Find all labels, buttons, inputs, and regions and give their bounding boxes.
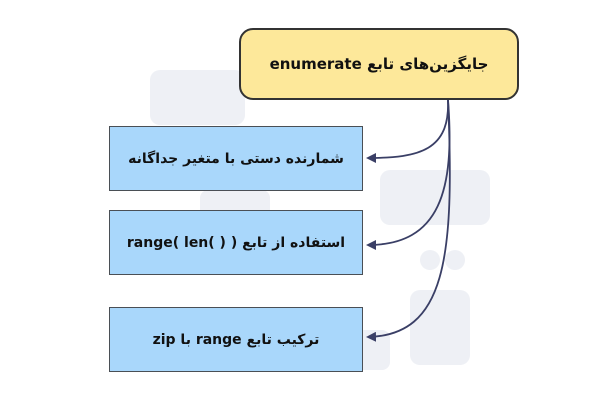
connector-to-child-3 [366, 99, 451, 342]
connector-to-child-1 [366, 99, 449, 163]
connector-to-child-2 [366, 99, 451, 250]
child-node-label: استفاده از تابع range( len( ) ) [126, 234, 346, 251]
root-node: جایگزین‌های تابع enumerate [239, 28, 519, 100]
root-node-label: جایگزین‌های تابع enumerate [269, 55, 489, 73]
child-node-label: ترکیب تابع range با zip [152, 331, 320, 348]
child-node-range-zip: ترکیب تابع range با zip [109, 307, 363, 372]
watermark-block [380, 170, 490, 225]
child-node-manual-counter: شمارنده دستی با متغیر جداگانه [109, 126, 363, 191]
watermark-dot [420, 250, 440, 270]
watermark-block [150, 70, 245, 125]
child-node-range-len: استفاده از تابع range( len( ) ) [109, 210, 363, 275]
watermark-dot [445, 250, 465, 270]
child-node-label: شمارنده دستی با متغیر جداگانه [128, 150, 344, 167]
